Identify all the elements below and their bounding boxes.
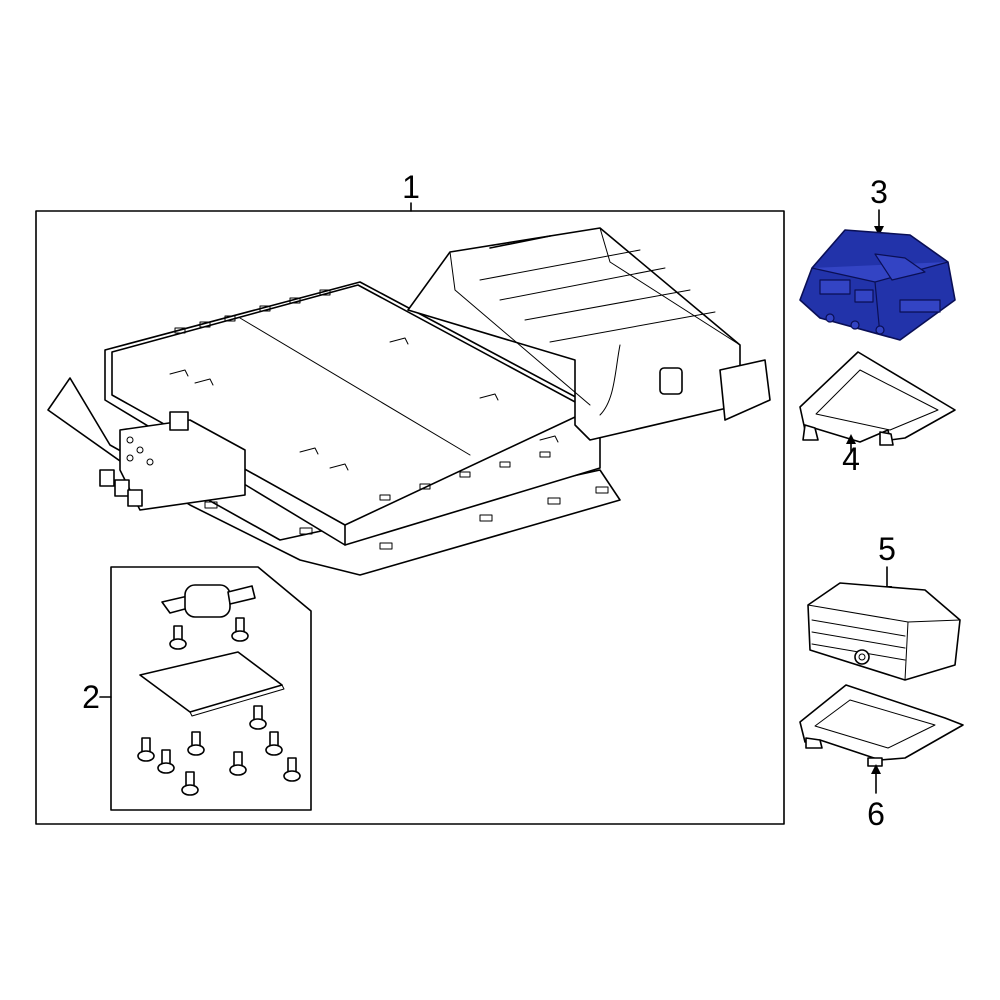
assembly-frame bbox=[35, 202, 785, 825]
hardware-kit[interactable] bbox=[137, 584, 301, 796]
hardware-kit-box bbox=[99, 566, 312, 811]
callout-3[interactable]: 3 bbox=[870, 174, 888, 210]
edge-tabs bbox=[174, 289, 609, 550]
callout-3-arrow bbox=[874, 209, 884, 236]
callout-1[interactable]: 1 bbox=[402, 169, 420, 205]
callout-4-arrow bbox=[846, 434, 856, 453]
callout-6[interactable]: 6 bbox=[867, 796, 885, 832]
module-bracket[interactable] bbox=[799, 351, 956, 446]
callout-2[interactable]: 2 bbox=[82, 679, 100, 715]
ecu-bracket[interactable] bbox=[799, 684, 964, 767]
deck-slots bbox=[169, 337, 559, 471]
battery-assembly[interactable] bbox=[47, 227, 771, 576]
callout-4[interactable]: 4 bbox=[842, 441, 860, 477]
callout-5[interactable]: 5 bbox=[878, 531, 896, 567]
bolt-group bbox=[137, 617, 301, 796]
callout-6-arrow bbox=[871, 764, 881, 794]
control-module[interactable] bbox=[799, 229, 956, 341]
ecu-module[interactable] bbox=[807, 582, 961, 681]
